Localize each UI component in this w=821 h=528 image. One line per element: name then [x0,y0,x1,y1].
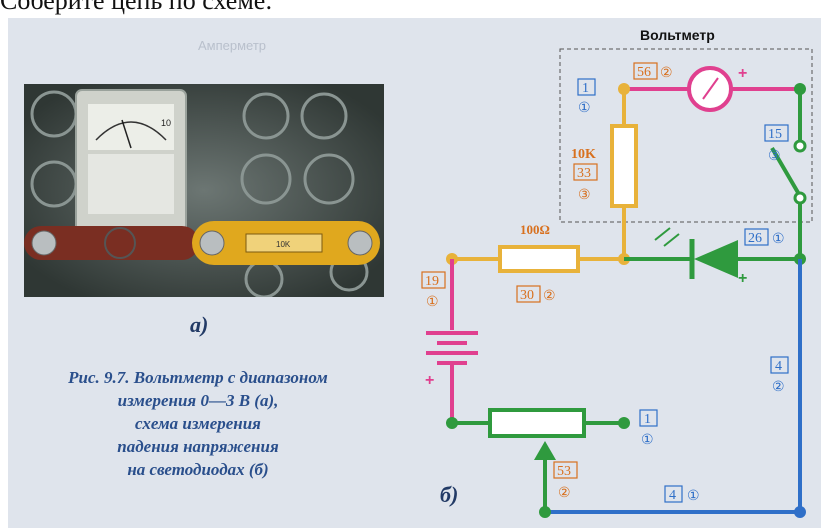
switch-contact-top [793,139,807,153]
svg-text:19: 19 [425,274,439,289]
svg-text:①: ① [772,232,785,247]
node-wiper-bottom [539,506,551,518]
led-light-arrow-1 [654,227,671,241]
photo-snap-right [347,230,373,256]
meter-needle-symbol [702,77,719,100]
part-tag-1-top: 1 ① [577,78,596,116]
meter-plus: + [738,65,747,82]
header-instruction: Соберите цепь по схеме: [0,0,273,15]
svg-text:②: ② [660,66,673,81]
faint-ammeter-text: Амперметр [198,38,266,53]
battery-plus: + [425,372,434,389]
photo-meter-part [104,227,136,259]
meter-dial [88,104,174,150]
svg-text:4: 4 [669,488,676,503]
label-10k: 10K [571,147,596,162]
part-tag-53: 53 ② [553,461,578,501]
svg-text:4: 4 [775,359,782,374]
potentiometer [488,408,586,438]
svg-text:33: 33 [577,166,591,181]
svg-text:①: ① [687,489,700,504]
photo-snap-mid [199,230,225,256]
node-pot-right [618,417,630,429]
photo-snap-left [31,230,57,256]
svg-text:1: 1 [644,412,651,427]
svg-text:②: ② [558,486,571,501]
svg-text:①: ① [641,433,654,448]
led-triangle [694,240,738,278]
caption-line: схема измерения [135,414,261,433]
svg-text:①: ① [578,101,591,116]
meter-scale-max: 10 [161,118,171,128]
part-tag-19: 19 ① [421,271,446,310]
svg-text:56: 56 [637,65,651,80]
svg-text:③: ③ [768,149,781,164]
node-top-right [794,83,806,95]
voltmeter-photo: 10 10K [24,84,384,297]
svg-text:②: ② [543,289,556,304]
photo-resistor [245,233,323,253]
resistor-10k [610,124,638,208]
voltmeter-box [559,48,813,223]
svg-text:15: 15 [768,127,782,142]
subfigure-a-label: а) [190,312,209,337]
part-tag-33: 33 ③ [573,163,598,203]
caption-line: измерения 0—3 В (а), [117,391,279,410]
svg-text:1: 1 [582,81,589,96]
switch-lever [770,146,802,198]
led-plus: + [738,270,747,287]
meter-needle [121,119,132,149]
part-tag-26: 26 ① [744,228,785,247]
caption-line: Рис. 9.7. Вольтметр с диапазоном [68,368,328,387]
svg-text:26: 26 [748,231,762,246]
label-100-ohm: 100Ω [520,222,550,237]
switch-contact-bottom [793,191,807,205]
led-light-arrow-2 [663,233,680,247]
photo-illustration: 10 10K [24,84,384,297]
node-top-junction [618,83,630,95]
svg-text:53: 53 [557,464,571,479]
potentiometer-wiper-arrow [534,441,556,460]
svg-text:30: 30 [520,288,534,303]
figure-caption: Рис. 9.7. Вольтметр с диапазоном измерен… [18,366,378,481]
part-tag-56: 56 ② [633,62,673,81]
caption-line: на светодиодах (б) [127,460,269,479]
meter-window [88,154,174,214]
voltmeter-label: Вольтметр [640,27,715,43]
part-tag-30: 30 ② [516,285,556,304]
part-tag-4-bottom: 4 ① [664,485,700,504]
part-tag-4-right: 4 ② [770,356,789,395]
svg-text:②: ② [772,380,785,395]
photo-wire-strip [24,226,199,260]
part-tag-15: 15 ③ [764,124,789,164]
svg-text:③: ③ [578,188,591,203]
node-bottom-right [794,506,806,518]
part-tag-1-bottom: 1 ① [639,409,658,448]
caption-line: падения напряжения [117,437,279,456]
resistor-100 [498,245,580,273]
photo-resistor-label: 10K [276,240,291,249]
node-left-bottom [446,417,458,429]
meter-scale-arc [95,121,167,141]
svg-text:①: ① [426,295,439,310]
subfigure-b-label: б) [440,482,459,507]
